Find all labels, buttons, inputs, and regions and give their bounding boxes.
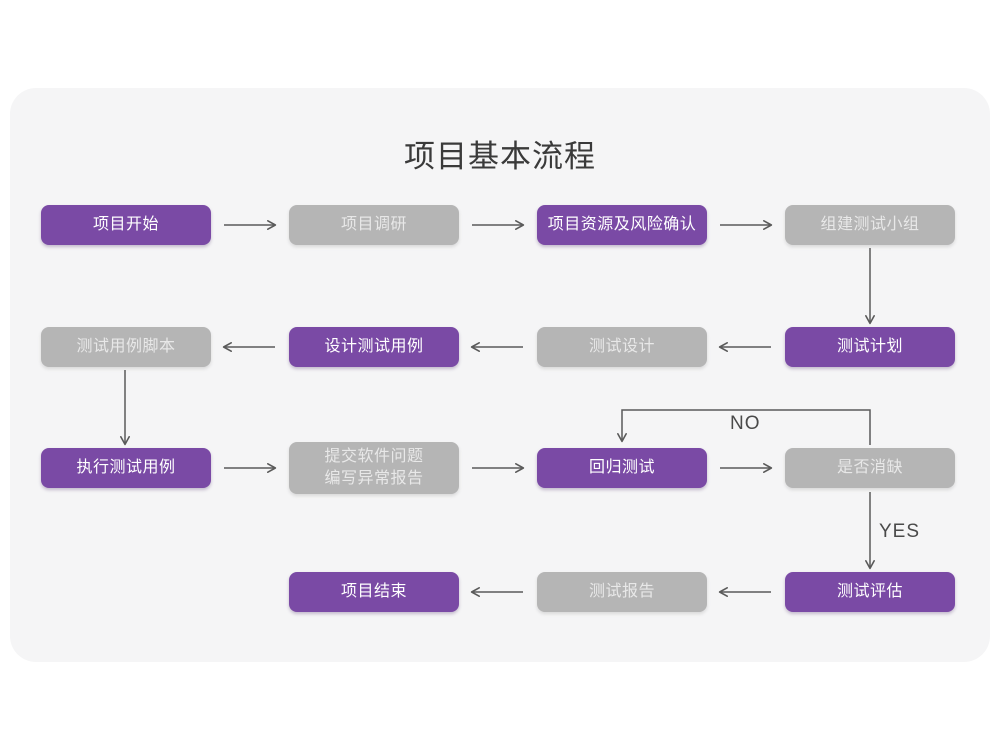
node-build-test-team[interactable]: 组建测试小组 <box>785 205 955 245</box>
node-test-evaluation[interactable]: 测试评估 <box>785 572 955 612</box>
node-submit-issue-report[interactable]: 提交软件问题 编写异常报告 <box>289 442 459 494</box>
page-title: 项目基本流程 <box>404 139 596 174</box>
node-execute-test-case[interactable]: 执行测试用例 <box>41 448 211 488</box>
node-test-plan[interactable]: 测试计划 <box>785 327 955 367</box>
node-project-end[interactable]: 项目结束 <box>289 572 459 612</box>
node-test-report[interactable]: 测试报告 <box>537 572 707 612</box>
edge-label-no: NO <box>730 413 761 434</box>
node-project-research[interactable]: 项目调研 <box>289 205 459 245</box>
edge-label-yes: YES <box>879 521 921 542</box>
node-test-case-script[interactable]: 测试用例脚本 <box>41 327 211 367</box>
node-project-start[interactable]: 项目开始 <box>41 205 211 245</box>
diagram-panel <box>10 88 990 662</box>
node-design-test-case[interactable]: 设计测试用例 <box>289 327 459 367</box>
node-regression-test[interactable]: 回归测试 <box>537 448 707 488</box>
node-test-design[interactable]: 测试设计 <box>537 327 707 367</box>
node-resource-risk-confirm[interactable]: 项目资源及风险确认 <box>537 205 707 245</box>
node-defect-cleared[interactable]: 是否消缺 <box>785 448 955 488</box>
